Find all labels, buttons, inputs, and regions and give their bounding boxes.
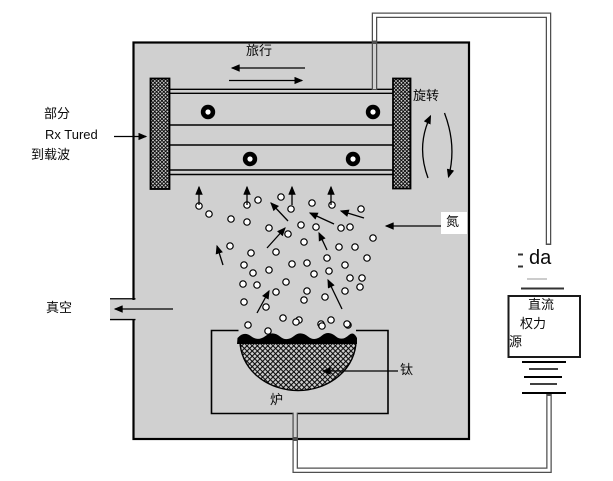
vapor-particle <box>284 230 292 238</box>
rotation-arrows <box>421 112 455 179</box>
holder-label-line2: Rx Tured <box>45 127 98 142</box>
titanium-label: 钛 <box>400 362 414 377</box>
vapor-particle <box>343 320 351 328</box>
vapor-particle <box>356 283 364 291</box>
vapor-particle <box>369 234 377 242</box>
vapor-particle <box>303 287 311 295</box>
vapor-particle <box>341 287 349 295</box>
vapor-particle <box>288 260 296 268</box>
holder-end-block-left <box>149 77 171 190</box>
vapor-particle <box>205 210 213 218</box>
vapor-particle <box>292 318 300 326</box>
travel-label: 旅行 <box>246 43 273 58</box>
vapor-particle <box>272 288 280 296</box>
vapor-particle <box>363 254 371 262</box>
dc-label-line1: 直流 <box>528 297 555 312</box>
battery-top-symbol <box>518 253 564 290</box>
furnace <box>210 329 389 415</box>
vapor-particle <box>247 249 255 257</box>
dc-label-line2: 权力 <box>520 316 547 331</box>
holder-end-block-right <box>392 77 412 190</box>
vapor-particle <box>328 201 336 209</box>
substrate-discs <box>200 104 381 167</box>
vapor-arrow <box>256 289 270 314</box>
rotate-label: 旋转 <box>413 88 440 103</box>
vapor-arrow <box>270 202 289 222</box>
substrate-holder <box>149 77 412 190</box>
vapor-particles <box>195 193 377 335</box>
vapor-particle <box>249 269 257 277</box>
battery-bottom-symbol <box>522 361 566 394</box>
vapor-particle <box>277 193 285 201</box>
dc-label-line3: 源 <box>509 334 523 349</box>
substrate-disc-hole <box>350 156 356 162</box>
vapor-particle <box>272 248 280 256</box>
vacuum-label: 真空 <box>46 300 73 315</box>
vapor-particle <box>262 303 270 311</box>
titanium-melt-pool <box>239 339 357 392</box>
dc-power-source-box <box>507 295 581 358</box>
vapor-particle <box>244 321 252 329</box>
vapor-particle <box>243 218 251 226</box>
vapor-particle <box>265 266 273 274</box>
vapor-particle <box>253 281 261 289</box>
vapor-particle <box>358 274 366 282</box>
travel-arrows <box>229 64 305 85</box>
vapor-particle <box>254 196 262 204</box>
vapor-arrow <box>308 212 335 225</box>
vapor-particle <box>297 221 305 229</box>
wire-bottom <box>292 394 552 473</box>
vapor-particle <box>240 261 248 269</box>
vapor-particle <box>335 243 343 251</box>
vapor-particle <box>312 223 320 231</box>
vapor-particle <box>264 327 272 335</box>
vapor-flow-arrows <box>195 185 365 314</box>
vapor-particle <box>351 243 359 251</box>
vapor-particle <box>300 296 308 304</box>
melt-surface <box>237 332 357 344</box>
vapor-particle <box>303 259 311 267</box>
vapor-particle <box>265 224 273 232</box>
furnace-label: 炉 <box>270 392 284 407</box>
vapor-arrow <box>215 244 224 266</box>
vapor-particle <box>226 242 234 250</box>
vapor-arrow <box>266 227 286 249</box>
vapor-particle <box>279 314 287 322</box>
wire-top <box>371 12 552 245</box>
vapor-particle <box>240 298 248 306</box>
vapor-arrow <box>318 231 328 251</box>
substrate-disc-hole <box>247 156 253 162</box>
vapor-arrow <box>339 209 365 219</box>
vapor-particle <box>227 215 235 223</box>
substrate-disc-hole <box>370 109 376 115</box>
vapor-particle <box>323 254 331 262</box>
holder-label-line1: 部分 <box>44 106 71 121</box>
vapor-particle <box>346 223 354 231</box>
substrate-disc-hole <box>205 109 211 115</box>
vapor-particle <box>327 316 335 324</box>
vapor-particle <box>318 322 326 330</box>
nitrogen-label: 氮 <box>441 212 468 234</box>
vapor-arrow <box>327 278 343 310</box>
holder-label-line3: 到载波 <box>31 147 71 162</box>
vapor-particle <box>346 274 354 282</box>
battery-top-label: da <box>526 247 555 270</box>
vapor-particle <box>282 278 290 286</box>
vapor-particle <box>321 293 329 301</box>
vapor-particle <box>308 199 316 207</box>
vapor-particle <box>300 238 308 246</box>
vapor-particle <box>341 261 349 269</box>
vapor-particle <box>357 205 365 213</box>
vapor-particle <box>337 224 345 232</box>
vapor-particle <box>287 205 295 213</box>
vapor-particle <box>310 270 318 278</box>
vapor-particle <box>325 267 333 275</box>
vapor-particle <box>239 280 247 288</box>
